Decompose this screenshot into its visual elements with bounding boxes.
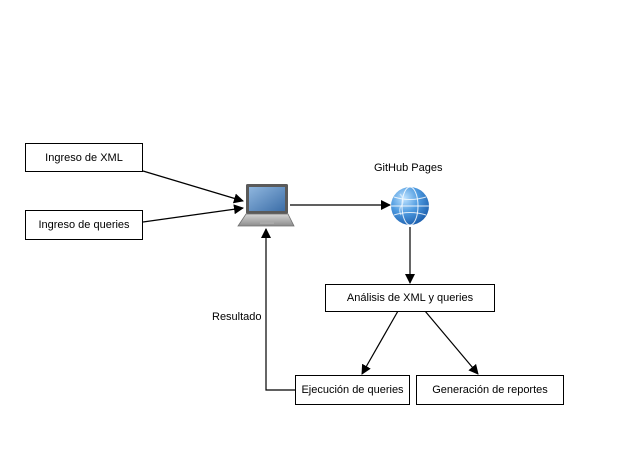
- edge-analisis-to-generacion: [424, 310, 479, 375]
- node-generacion-label: Generación de reportes: [432, 384, 548, 396]
- node-generacion: Generación de reportes: [416, 375, 564, 405]
- edge-resultado-to-laptop: [261, 228, 295, 391]
- node-analisis: Análisis de XML y queries: [325, 284, 495, 312]
- node-ingreso-xml: Ingreso de XML: [25, 143, 143, 172]
- github-pages-label: GitHub Pages: [374, 162, 443, 174]
- edge-xml-to-laptop: [142, 170, 244, 204]
- node-ingreso-queries-label: Ingreso de queries: [38, 219, 130, 231]
- edge-analisis-to-ejecucion: [361, 310, 399, 375]
- node-ingreso-queries: Ingreso de queries: [25, 210, 143, 240]
- laptop-icon: [237, 184, 295, 227]
- node-ejecucion: Ejecución de queries: [295, 375, 410, 405]
- node-ingreso-xml-label: Ingreso de XML: [45, 151, 123, 164]
- node-analisis-label: Análisis de XML y queries: [346, 292, 474, 304]
- edge-queries-to-laptop: [142, 204, 244, 223]
- node-ejecucion-label: Ejecución de queries: [301, 384, 404, 396]
- globe-icon: [391, 186, 429, 226]
- resultado-label: Resultado: [212, 311, 262, 323]
